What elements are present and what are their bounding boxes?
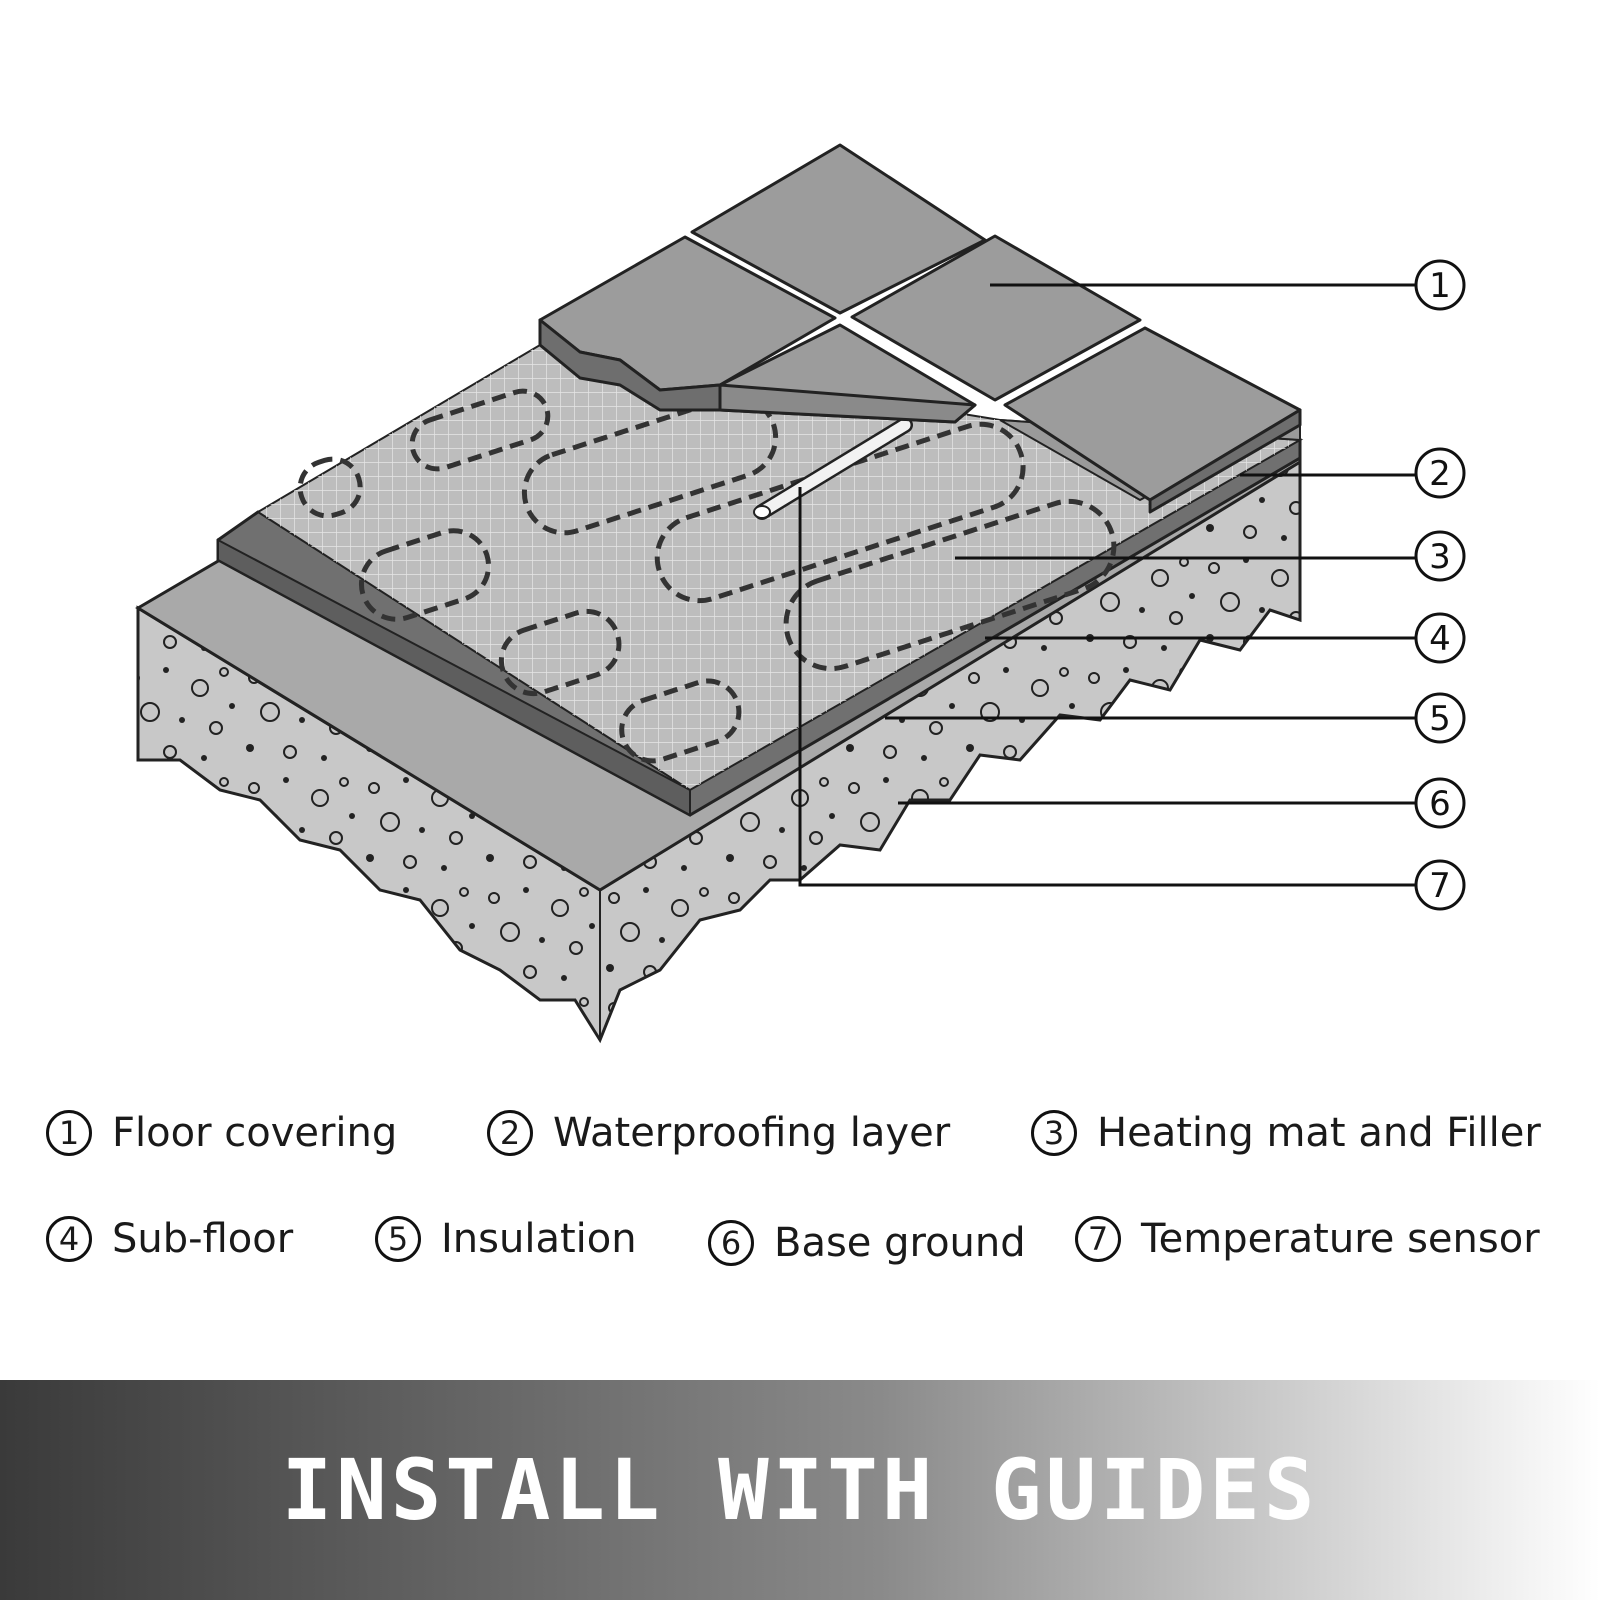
legend-number: 7 [1075,1216,1121,1262]
floor-covering-tiles [538,143,1302,514]
legend-number: 6 [708,1220,754,1266]
legend-item-sub-floor: 4 Sub-floor [46,1216,293,1262]
legend-item-temperature-sensor: 7 Temperature sensor [1075,1216,1540,1262]
legend-item-heating-mat: 3 Heating mat and Filler [1031,1110,1541,1156]
heating-mat-layer [256,343,1304,792]
callout-1: 1 [1414,259,1466,311]
svg-text:6: 6 [1429,784,1451,824]
legend-item-insulation: 5 Insulation [375,1216,637,1262]
legend-item-base-ground: 6 Base ground [708,1220,1026,1266]
svg-text:1: 1 [1429,266,1451,306]
legend: 1 Floor covering 2 Waterproofing layer 3… [0,1100,1600,1360]
svg-text:2: 2 [1429,454,1451,494]
legend-label: Insulation [441,1216,637,1262]
legend-label: Sub-floor [112,1216,294,1262]
base-ground-layer [136,457,1302,1044]
legend-item-floor-covering: 1 Floor covering [46,1110,397,1156]
callout-4: 4 [1414,612,1466,664]
floor-heating-layer-diagram: 1 2 3 4 5 6 7 [135,143,1466,1044]
legend-number: 2 [487,1110,533,1156]
callout-3: 3 [1414,530,1466,582]
svg-text:3: 3 [1429,537,1451,577]
legend-number: 3 [1031,1110,1077,1156]
install-guides-banner: INSTALL WITH GUIDES [0,1380,1600,1600]
legend-item-waterproofing-layer: 2 Waterproofing layer [487,1110,950,1156]
legend-number: 5 [375,1216,421,1262]
legend-number: 1 [46,1110,92,1156]
svg-text:5: 5 [1429,699,1451,739]
callout-7: 7 [1414,859,1466,911]
temperature-sensor-tube [753,417,913,520]
callout-2: 2 [1414,447,1466,499]
legend-label: Waterproofing layer [553,1110,951,1156]
legend-number: 4 [46,1216,92,1262]
banner-title: INSTALL WITH GUIDES [281,1441,1319,1539]
callout-6: 6 [1414,777,1466,829]
callout-5: 5 [1414,692,1466,744]
legend-label: Heating mat and Filler [1097,1110,1541,1156]
legend-label: Floor covering [112,1110,398,1156]
svg-text:7: 7 [1429,866,1451,906]
callout-leaders [798,283,1415,887]
legend-label: Base ground [774,1220,1026,1266]
svg-text:4: 4 [1429,619,1451,659]
legend-label: Temperature sensor [1141,1216,1540,1262]
